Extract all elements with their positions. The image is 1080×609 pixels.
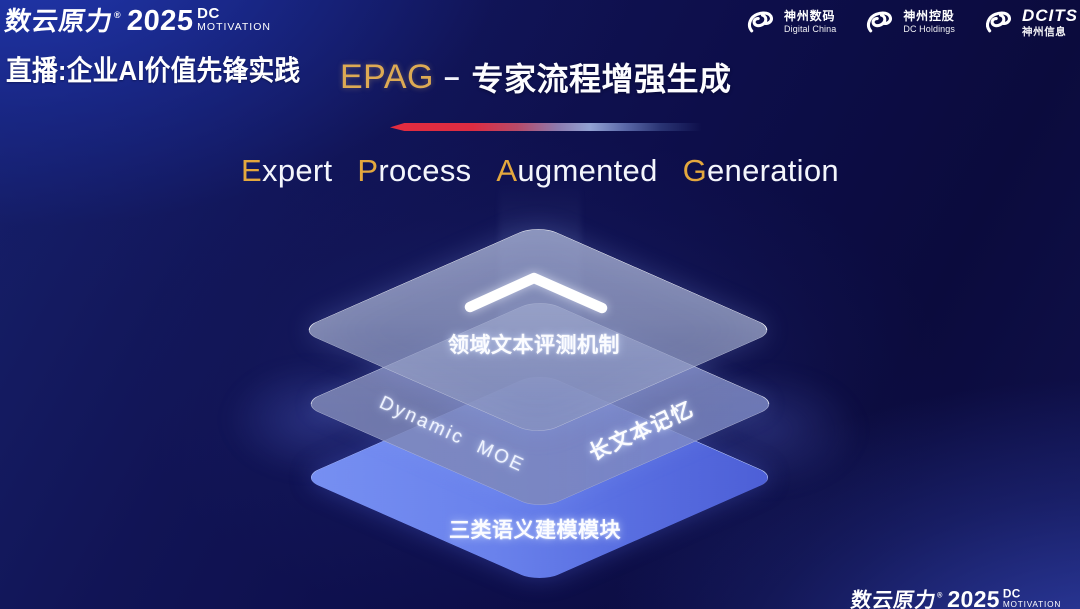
brand-logo-cjk: 数云原力 (849, 587, 938, 609)
partner-name-en: DC Holdings (903, 24, 955, 35)
partner-name-cn: 神州数码 (784, 9, 836, 24)
partner-text: 神州控股 DC Holdings (903, 10, 955, 34)
partner-name-cn: DCITS (1022, 6, 1078, 25)
registered-mark: ® (937, 590, 943, 599)
brand-logo-bottom: 数云原力 ® 2025 DC MOTIVATION (849, 586, 1061, 609)
registered-mark: ® (114, 9, 121, 20)
swirl-icon (867, 11, 893, 33)
brand-logo-motivation: MOTIVATION (1002, 599, 1062, 609)
subtitle-word: Generation (682, 153, 839, 188)
chevron-up-icon (464, 272, 608, 314)
subtitle-word: Augmented (496, 153, 658, 188)
page-title: EPAG – 专家流程增强生成 (340, 54, 732, 100)
brand-logo-year: 2025 (125, 4, 195, 37)
title-dash: – (443, 61, 460, 92)
brand-logo: 数云原力 ® 2025 DC MOTIVATION (2, 4, 271, 37)
partner-name-en: Digital China (784, 24, 837, 35)
partner-name-en: 神州信息 (1022, 26, 1067, 38)
partner-name-cn: 神州控股 (903, 9, 955, 24)
live-stream-title: 直播:企业AI价值先锋实践 (6, 55, 301, 86)
brand-logo-cjk: 数云原力 (2, 5, 116, 36)
logo-dcits: DCITS 神州信息 (981, 7, 1078, 38)
subtitle-word: Expert (241, 153, 333, 188)
title-chinese: 专家流程增强生成 (471, 61, 732, 97)
title-acronym: EPAG (340, 57, 434, 96)
subtitle-word: Process (357, 153, 472, 188)
partner-text: 神州数码 Digital China (784, 10, 836, 34)
partner-logos: 神州数码 Digital China 神州控股 DC Holdings (743, 7, 1078, 38)
swirl-icon (748, 11, 774, 33)
subtitle: Expert Process Augmented Generation (0, 153, 1080, 189)
brand-logo-dc: DC (197, 5, 220, 22)
brand-logo-year: 2025 (946, 586, 1001, 609)
brand-logo-dc-motivation: DC MOTIVATION (1003, 588, 1061, 609)
logo-digital-china: 神州数码 Digital China (743, 8, 836, 36)
brand-logo-dc-motivation: DC MOTIVATION (197, 6, 271, 33)
title-underline-gradient (390, 123, 708, 131)
layer-bottom-label: 三类语义建模模块 (449, 519, 621, 542)
brand-logo-motivation: MOTIVATION (197, 21, 271, 33)
logo-dc-holdings: 神州控股 DC Holdings (862, 8, 955, 36)
swirl-icon (986, 11, 1012, 33)
brand-logo-dc: DC (1002, 587, 1021, 601)
partner-text: DCITS 神州信息 (1022, 7, 1078, 38)
layer-top-label: 领域文本评测机制 (448, 334, 620, 357)
